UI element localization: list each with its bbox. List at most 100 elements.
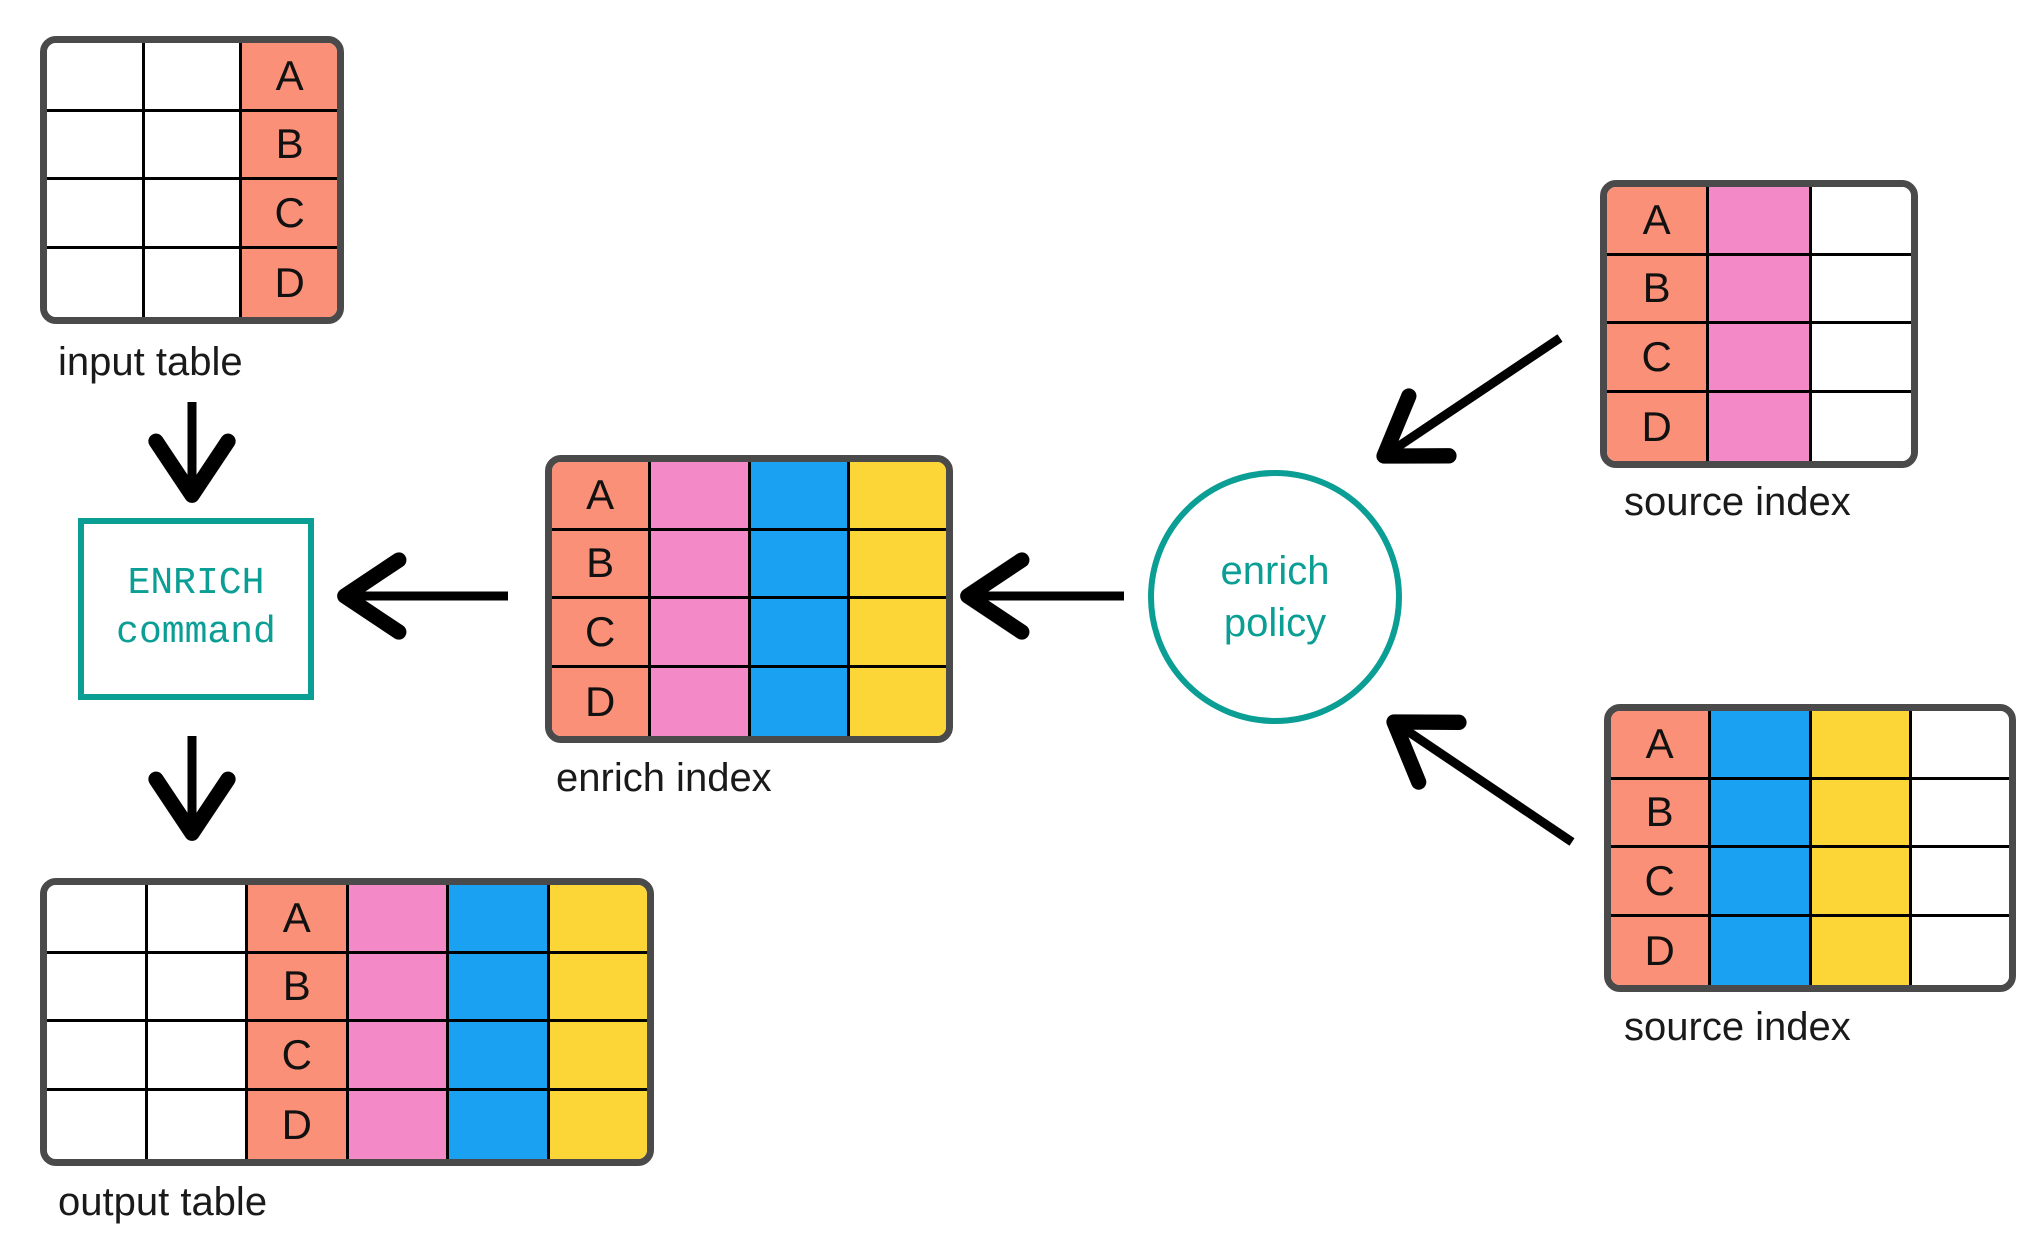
table-cell: A [1607, 187, 1710, 256]
table-cell [651, 462, 751, 531]
table-cell [348, 885, 449, 954]
table-cell [1911, 848, 2009, 917]
table-row: D [552, 667, 946, 736]
table-cell [47, 953, 148, 1022]
table-cell: A [242, 43, 337, 112]
table-cell [1911, 916, 2009, 985]
table-cell [144, 43, 243, 112]
table-cell [1709, 324, 1812, 393]
table-row: C [1607, 324, 1911, 393]
table-cell: D [248, 1090, 349, 1159]
table-cell [449, 885, 550, 954]
table-row: B [1607, 255, 1911, 324]
table-row: B [552, 530, 946, 599]
table-cell [1711, 916, 1812, 985]
table-cell [1911, 779, 2009, 848]
table-cell [144, 248, 243, 317]
table-cell: B [248, 953, 349, 1022]
table-cell [651, 599, 751, 668]
table-cell: B [1611, 779, 1712, 848]
table-cell [1811, 392, 1911, 461]
enrich-index-caption: enrich index [556, 756, 772, 800]
table-cell [849, 530, 946, 599]
table-cell [47, 1090, 148, 1159]
table-cell: A [248, 885, 349, 954]
table-cell [651, 667, 751, 736]
table-cell [1709, 187, 1812, 256]
table-row: B [47, 111, 337, 180]
table-cell: B [552, 530, 652, 599]
enrich-command-box[interactable]: ENRICH command [78, 518, 314, 700]
table-cell [1911, 711, 2009, 780]
table-row: C [552, 599, 946, 668]
table-cell [147, 1022, 248, 1091]
table-cell [1711, 711, 1812, 780]
table-cell: A [552, 462, 652, 531]
enrich-policy-line2: policy [1223, 601, 1327, 645]
table-cell: D [1611, 916, 1712, 985]
table-cell: C [248, 1022, 349, 1091]
table-row: D [1611, 916, 2009, 985]
enrich-command-line2: command [116, 611, 276, 654]
table-row: D [1607, 392, 1911, 461]
table-cell [1811, 711, 1912, 780]
table-cell: C [1611, 848, 1712, 917]
table-cell [449, 953, 550, 1022]
table-cell [449, 1090, 550, 1159]
table-cell [1811, 187, 1911, 256]
enrich-policy-line1: enrich [1220, 549, 1330, 593]
table-row: C [47, 1022, 647, 1091]
table-cell [750, 530, 850, 599]
table-cell [348, 1090, 449, 1159]
table-cell [1811, 255, 1911, 324]
arrow-source-bottom-to-policy [1386, 714, 1575, 846]
table-cell [144, 111, 243, 180]
table-cell [750, 667, 850, 736]
table-row: A [1611, 711, 2009, 780]
table-cell [549, 1090, 647, 1159]
arrow-source-top-to-policy [1376, 334, 1563, 464]
table-cell: A [1611, 711, 1712, 780]
table-cell [1811, 779, 1912, 848]
output-table-caption: output table [58, 1180, 268, 1224]
enrich-policy-circle[interactable]: enrich policy [1148, 470, 1402, 724]
table-cell: B [242, 111, 337, 180]
table-cell: C [1607, 324, 1710, 393]
table-cell [47, 180, 145, 249]
table-cell [1709, 255, 1812, 324]
table-cell: D [1607, 392, 1710, 461]
table-row: A [47, 43, 337, 112]
table-row: D [47, 1090, 647, 1159]
table-cell [147, 1090, 248, 1159]
table-cell [549, 1022, 647, 1091]
table-cell [47, 1022, 148, 1091]
table-cell: C [242, 180, 337, 249]
table-cell [147, 885, 248, 954]
table-cell [449, 1022, 550, 1091]
table-cell [1811, 916, 1912, 985]
table-row: B [1611, 779, 2009, 848]
table-cell [1811, 324, 1911, 393]
input-table-caption: input table [58, 340, 243, 384]
table-cell [849, 667, 946, 736]
table-cell [348, 953, 449, 1022]
table-cell [549, 885, 647, 954]
table-row: C [1611, 848, 2009, 917]
table-cell: D [552, 667, 652, 736]
table-cell [849, 599, 946, 668]
table-cell [47, 43, 145, 112]
table-row: D [47, 248, 337, 317]
table-cell [147, 953, 248, 1022]
table-row: A [47, 885, 647, 954]
table-cell [47, 885, 148, 954]
source-index-bottom-caption: source index [1624, 1005, 1851, 1049]
table-cell [1709, 392, 1812, 461]
table-cell [47, 111, 145, 180]
table-cell: B [1607, 255, 1710, 324]
table-cell [549, 953, 647, 1022]
table-row: A [1607, 187, 1911, 256]
